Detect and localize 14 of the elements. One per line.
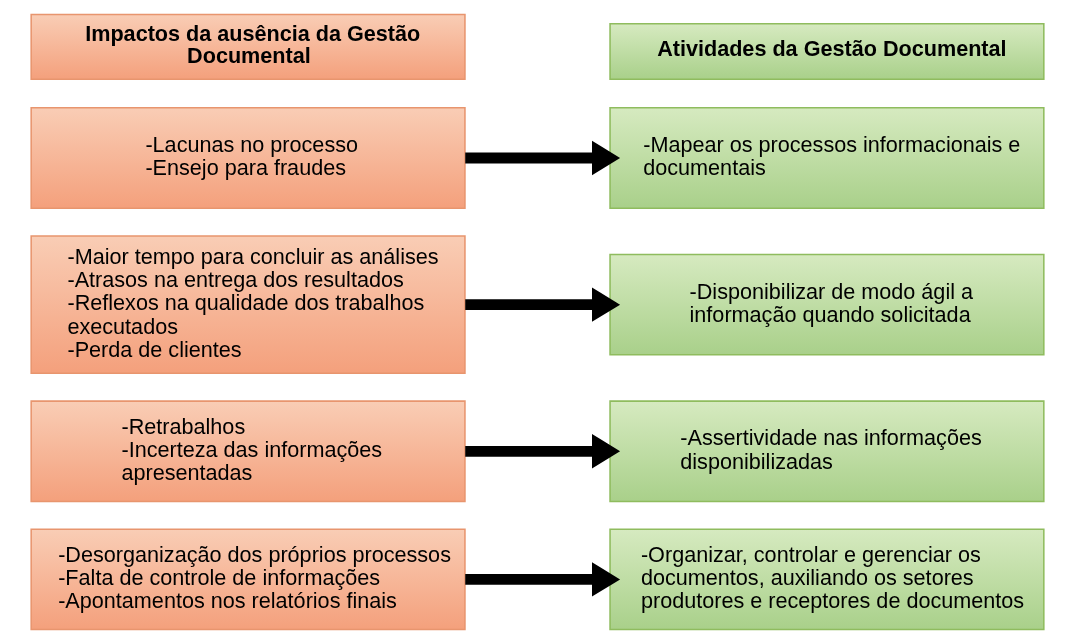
node-box: -Desorganização dos próprios processos -Falta de controle de informações -Apontamentos nos relatórios finais — [29, 528, 466, 631]
node-box: -Assertividade nas informações disponibilizadas — [608, 400, 1045, 503]
arrow — [464, 140, 620, 176]
arrow — [464, 287, 620, 322]
node-box: -Mapear os processos informacionais e documentais — [608, 107, 1045, 209]
arrow — [464, 562, 620, 597]
node-box: -Retrabalhos -Incerteza das informações apresentadas — [29, 400, 466, 503]
node-box: -Disponibilizar de modo ágil a informação quando solicitada — [608, 253, 1045, 356]
node-box: Impactos da ausência da Gestão Documental — [29, 13, 466, 81]
node-box: -Organizar, controlar e gerenciar os documentos, auxiliando os setores produtores e receptores de documentos — [608, 528, 1045, 631]
arrow — [464, 434, 620, 469]
node-box: -Lacunas no processo -Ensejo para fraudes — [29, 107, 466, 209]
node-box: -Maior tempo para concluir as análises -Atrasos na entrega dos resultados -Reflexos na qualidade dos trabalhos executados -Perda de clientes — [29, 235, 466, 375]
node-box: Atividades da Gestão Documental — [608, 22, 1045, 81]
